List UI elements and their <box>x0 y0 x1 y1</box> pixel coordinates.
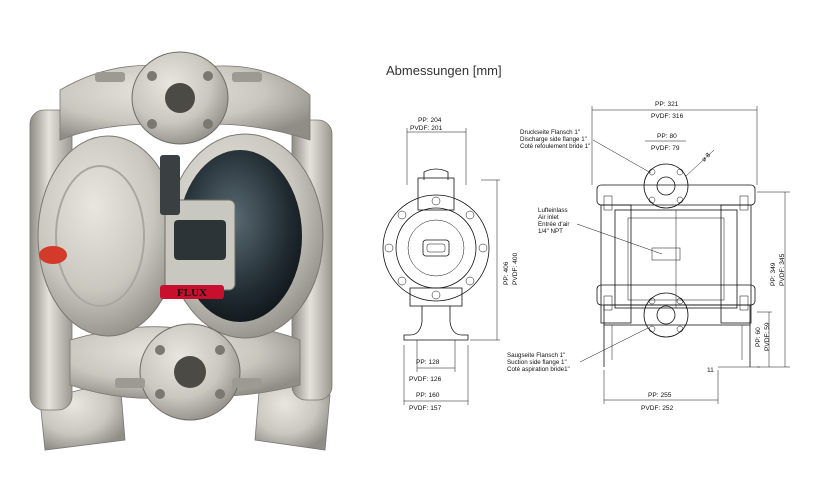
pump-photo: FLUX <box>29 51 333 451</box>
flux-logo <box>160 285 224 299</box>
side-height-pp: PP: 349 <box>770 262 777 286</box>
flux-logo-text: FLUX <box>177 287 207 299</box>
callout-air-inlet-en: Air inlet <box>538 214 559 221</box>
front-view: PP: 204 PVDF: 201 PP: 406 PVDF: 400 PP: … <box>382 117 519 412</box>
callout-air-inlet-fr: Entrée d'air <box>538 221 569 228</box>
front-foot-inner-pp: PP: 128 <box>416 359 440 366</box>
side-overall-width-pvdf: PVDF: 316 <box>651 113 684 120</box>
side-flange-width-pp: PP: 80 <box>657 133 677 140</box>
side-base-width-pp: PP: 255 <box>648 392 672 399</box>
callout-air-inlet: Lufteinlass Air inlet Entrée d'air 1/4" … <box>538 207 663 255</box>
page-title: Abmessungen [mm] <box>386 63 502 78</box>
side-suction-height-pvdf: PVDF: 59 <box>764 322 771 351</box>
side-base-width-pvdf: PVDF: 252 <box>641 405 674 412</box>
side-bolt-dim: ⌀ 8 <box>700 152 712 164</box>
side-height-pvdf: PVDF: 345 <box>779 253 786 286</box>
front-foot-inner-pvdf: PVDF: 126 <box>409 376 442 383</box>
front-top-width-pvdf: PVDF: 201 <box>410 125 443 132</box>
callout-suction: Saugseite Flansch 1" Suction side flange… <box>507 327 649 373</box>
side-suction-height-pp: PP: 60 <box>755 327 762 347</box>
side-flange-width-pvdf: PVDF: 79 <box>651 145 680 152</box>
side-view: PP: 321 PVDF: 316 PP: 80 PVDF: 79 ⌀ 8 <box>591 101 790 412</box>
flux-badge-left <box>39 246 67 264</box>
callout-suction-fr: Coté aspiration bride1" <box>507 366 570 373</box>
front-height-pvdf: PVDF: 400 <box>512 252 519 285</box>
callout-air-inlet-npt: 1/4" NPT <box>538 228 563 235</box>
callout-suction-de: Saugseite Flansch 1" <box>507 352 565 359</box>
side-overall-width-pp: PP: 321 <box>655 101 679 108</box>
front-foot-outer-pp: PP: 160 <box>416 392 440 399</box>
front-foot-outer-pvdf: PVDF: 157 <box>409 405 442 412</box>
callout-discharge-fr: Coté refoulement bride 1" <box>520 143 590 150</box>
callout-discharge: Druckseite Flansch 1" Discharge side fla… <box>520 129 652 174</box>
callout-suction-en: Suction side flange 1" <box>507 359 567 366</box>
callout-discharge-de: Druckseite Flansch 1" <box>520 129 580 136</box>
callout-air-inlet-de: Lufteinlass <box>538 207 568 214</box>
side-foot-dim: 11 <box>707 367 714 374</box>
callout-discharge-en: Discharge side flange 1" <box>520 136 587 143</box>
front-height-pp: PP: 406 <box>503 261 510 285</box>
front-top-width-pp: PP: 204 <box>418 117 442 124</box>
